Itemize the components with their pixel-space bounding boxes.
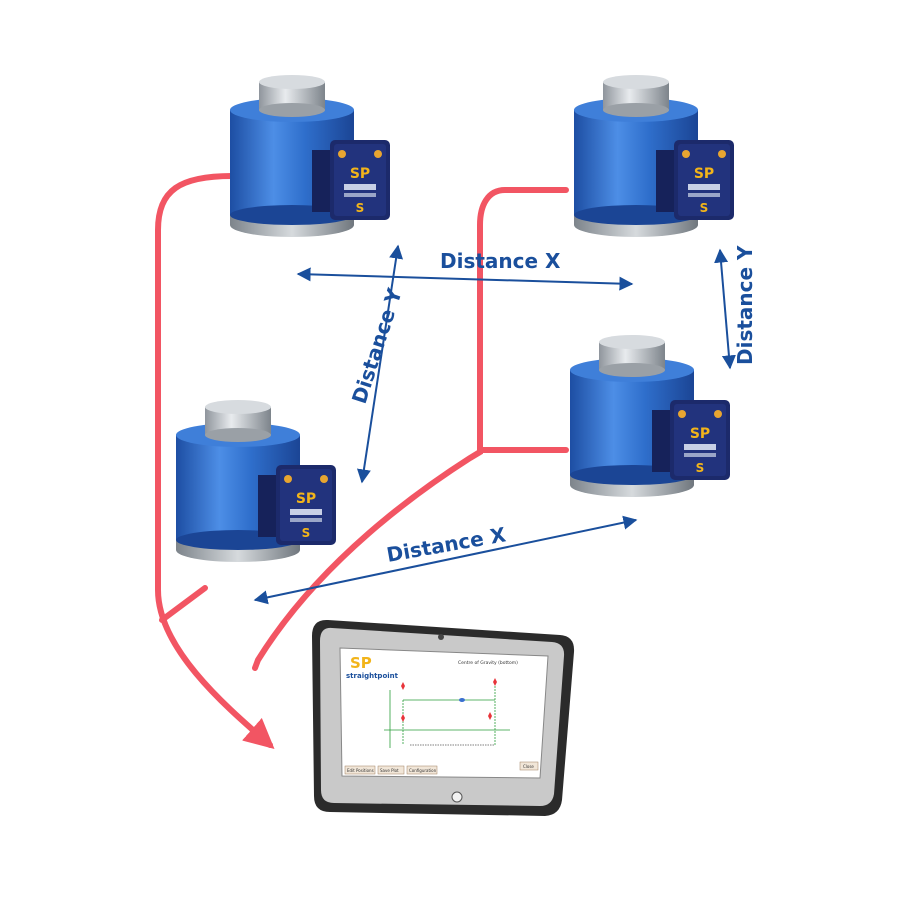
label-distance-y-right: Distance Y <box>733 245 757 365</box>
cable-top-left <box>155 173 275 749</box>
tablet-button-configuration[interactable] <box>406 765 438 775</box>
label-distance-x-top: Distance X <box>440 249 561 273</box>
tablet-button-configuration-label: Configuration <box>409 768 437 773</box>
dimension-arrows <box>253 244 736 605</box>
tablet-button-save-plot-label: Save Plot <box>380 768 399 773</box>
cable-bottom-left <box>159 585 208 623</box>
arrow-distance-x-top <box>296 267 634 291</box>
tablet-button-close-label: Close <box>523 764 534 769</box>
tablet-button-edit-positions-label: Edit Positions <box>347 768 374 773</box>
load-cell-bottom-right <box>570 335 730 497</box>
arrow-distance-y-left <box>356 244 404 484</box>
tablet-screen-title: Centre of Gravity (bottom) <box>458 660 518 666</box>
tablet-brand: straightpoint <box>346 672 399 680</box>
tablet-logo-letters: SP <box>350 654 372 672</box>
tablet-plot <box>384 678 510 748</box>
tablet-button-edit-positions[interactable] <box>344 765 376 775</box>
tablet-camera <box>438 634 444 640</box>
tablet-home-button[interactable] <box>451 791 463 803</box>
tablet-button-bar: Edit Positions Save Plot Configuration C… <box>344 761 539 775</box>
tablet-button-save-plot[interactable] <box>377 765 405 775</box>
tablet: SP straightpoint Centre of Gravity (bott… <box>312 619 575 816</box>
load-cell-bottom-left <box>176 400 336 562</box>
load-cell-top-left <box>230 75 390 237</box>
arrow-distance-y-right <box>714 248 736 370</box>
arrow-distance-x-bottom <box>253 515 638 605</box>
tablet-button-close[interactable] <box>519 761 539 771</box>
load-cell-top-right <box>574 75 734 237</box>
